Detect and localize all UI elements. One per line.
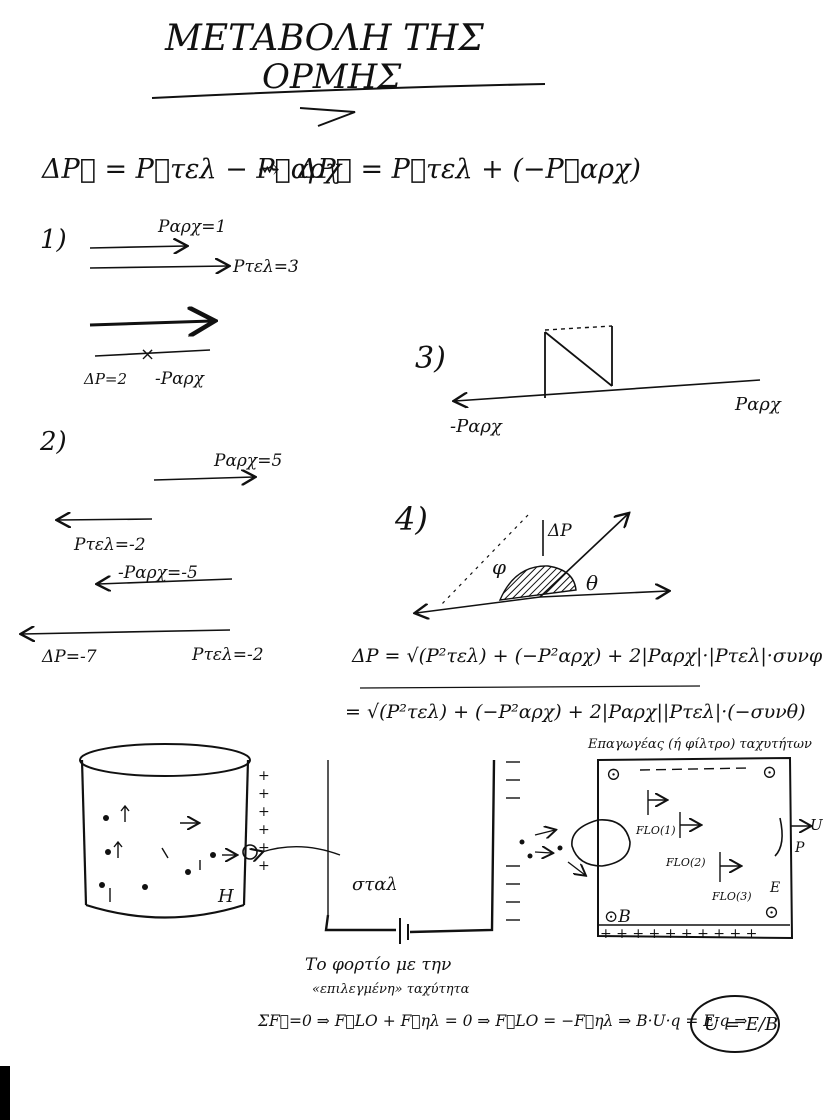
case3-p-initial: Pαρχ: [734, 394, 782, 415]
case3-number: 3): [415, 341, 446, 376]
case2-dp: ΔP=-7: [41, 647, 97, 667]
case2-p-final: Pτελ=-2: [73, 535, 146, 555]
plate-plus-row: + + + + + + + + + +: [600, 926, 757, 942]
case4-dp: ΔP: [547, 521, 572, 541]
final-equation: ΣF⃗=0 ⇒ F⃗LO + F⃗ηλ = 0 ⇒ F⃗LO = −F⃗ηλ ⇒…: [257, 1012, 747, 1030]
plate-label-p: P: [794, 840, 805, 856]
plate-label-e: E: [769, 880, 780, 896]
plate-label-u: U: [810, 816, 824, 834]
case4-dashed-guide: [439, 514, 529, 607]
cylinder-diagram: [79, 743, 258, 919]
result-formula: U = E/B: [704, 1014, 778, 1035]
force-label-1: FLO(1): [635, 824, 676, 837]
case2-arrow-dp: [22, 630, 231, 634]
case4-hatched-angle: [498, 565, 577, 601]
case2-p-initial: Pαρχ=5: [213, 451, 282, 471]
case3-diagram: [544, 326, 613, 398]
plate-circle-top-left: ⊙: [606, 764, 621, 785]
case1-arrow-final: [89, 266, 228, 268]
case2-neg-initial: -Pαρχ=-5: [118, 563, 198, 583]
formula-left: ΔP⃗ = P⃗τελ − P⃗αρχ: [41, 154, 343, 185]
case1-cross: ×: [140, 344, 155, 365]
force-label-3: FLO(3): [711, 890, 752, 903]
case1-number: 1): [40, 225, 67, 255]
case1-line-neg: [94, 349, 211, 357]
case4-theta: θ: [586, 571, 598, 595]
case2-number: 2): [39, 427, 67, 457]
formula-arrow: ⇝: [258, 155, 280, 185]
formula-right: ΔP⃗ = P⃗τελ + (−P⃗αρχ): [297, 154, 641, 185]
case2-arrow-neg: [98, 579, 233, 584]
title-line-1: ΜΕΤΑΒΟΛΗ ΤΗΣ: [164, 18, 484, 59]
magnitude-line-1: ΔP = √(P²τελ) + (−P²αρχ) + 2|Pαρχ|·|Pτελ…: [351, 645, 823, 667]
case1-p-final: Pτελ=3: [232, 257, 299, 277]
cylinder-plus-signs: +++ +++: [258, 768, 274, 874]
case1-p-initial: Pαρχ=1: [157, 217, 226, 237]
particle-beam: [519, 819, 631, 875]
plate-circle-bottom-right: ⊙: [764, 902, 779, 923]
case1-dp: ΔP=2: [83, 370, 127, 388]
case4-axis-right: [539, 591, 668, 597]
magnitude-line-2: = √(P²τελ) + (−P²αρχ) + 2|Pαρχ||Pτελ|·(−…: [345, 701, 806, 723]
case4-number: 4): [394, 500, 428, 538]
velocity-filter: [597, 756, 810, 940]
case2-arrow-initial: [153, 477, 254, 480]
case1-neg-initial: -Pαρχ: [155, 369, 206, 389]
plate-label-b: ⊙B: [604, 907, 631, 927]
title-underline: [151, 83, 546, 127]
magnitude-underline: [359, 685, 701, 689]
case4-axis-left: [416, 596, 541, 613]
case2-arrow-final: [58, 519, 153, 520]
plate-circle-top-right: ⊙: [762, 762, 777, 783]
case3-dashed: [544, 325, 613, 331]
caption-line-2: «επιλεγμένη» ταχύτητα: [312, 982, 470, 997]
case2-p-final-2: Pτελ=-2: [191, 645, 264, 665]
case1-arrow-initial: [89, 246, 186, 248]
force-label-2: FLO(2): [665, 856, 706, 869]
case3-axis: [455, 379, 761, 401]
cylinder-label: H: [217, 886, 234, 907]
case4-phi: φ: [492, 555, 506, 579]
case1-arrow-dp: [89, 321, 212, 325]
case3-neg-initial: -Pαρχ: [450, 416, 503, 437]
scan-artifact: [0, 1066, 10, 1120]
caption-line-1: Το φορτίο με την: [305, 955, 451, 975]
wire-circuit: [262, 759, 520, 944]
result-ellipse: [690, 995, 780, 1053]
plate-header: Επαγωγέας (ή φίλτρο) ταχυτήτων: [587, 737, 812, 752]
wire-label: σταλ: [352, 874, 398, 895]
